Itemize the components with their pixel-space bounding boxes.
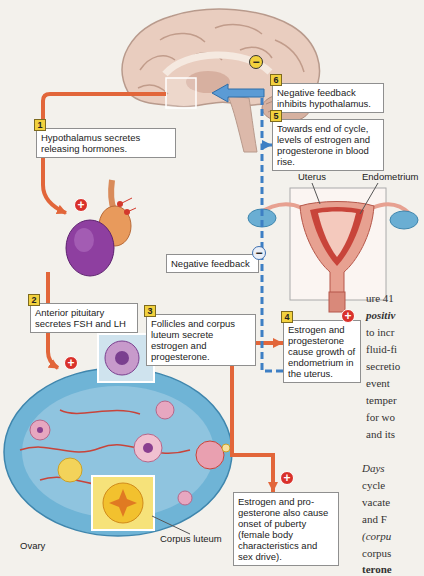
brain-gyri [138,25,304,94]
process-box: 4Estrogen and progesterone cause growth … [283,320,361,383]
follicle [134,434,162,462]
corpus-callosum [165,55,270,74]
plus-sign: + [341,309,355,323]
minus-sign: − [252,246,266,260]
ovary-small [390,211,418,229]
box-text: Anterior pituitary secretes FSH and LH [35,307,133,329]
oocyte [143,443,153,453]
process-box: 6Negative feedback inhibits hypothalamus… [272,83,384,113]
callout-number: 6 [270,74,282,86]
feedback-arrow [212,84,264,102]
gland-highlight [74,228,94,252]
corpus-luteum-inset [92,476,154,530]
page-text: secretio [366,360,400,373]
uterus-body [300,202,374,297]
leader-line [360,183,378,214]
box-text: Hypothalamus secretes releasing hormones… [41,132,171,154]
process-box: Estrogen and pro- gesterone also cause o… [233,492,339,566]
page-text: for wo [366,411,395,424]
corpus-luteum [103,483,143,523]
page-text: event [366,377,390,390]
uterus-frame [290,188,386,300]
hypothalamus-highlight [166,78,196,108]
process-box: 1Hypothalamus secretes releasing hormone… [36,128,176,158]
follicle [105,341,139,375]
process-box: 5Towards end of cycle, levels of estroge… [272,119,384,171]
page-text: terone [362,563,392,576]
page-text: (corpu [362,530,391,543]
callout-number: 2 [28,294,40,306]
page-text: vacate [362,496,390,509]
process-box: 2Anterior pituitary secretes FSH and LH [30,303,138,333]
rupturing-follicle [196,441,224,469]
box-text: Negative feedback inhibits hypothalamus. [277,87,379,109]
plus-sign: + [64,356,78,370]
follicle [30,420,50,440]
leader-line [152,516,190,534]
arrow-connector [256,341,283,345]
follicle [58,458,82,482]
corpus-luteum-core [109,489,137,517]
page-text: fluid-fi [366,343,397,356]
part-label: Corpus luteum [160,533,222,544]
box-text: Estrogen and pro- gesterone also cause o… [238,496,334,562]
page-text: and its [366,428,395,441]
box-text: Estrogen and progesterone cause growth o… [288,324,356,379]
box-text: Follicles and corpus luteum secrete estr… [151,318,251,362]
callout-number: 4 [281,311,293,323]
page-text: and F [362,513,387,526]
oocyte [115,351,129,365]
page-text: Days [362,462,385,475]
page-text: to incr [366,326,394,339]
follicle [156,401,174,419]
blood-vessel [20,410,190,485]
page-text: positiv [366,309,395,322]
uterine-cavity [318,212,356,258]
page-text: ure 41 [366,292,394,305]
ovum [222,444,230,452]
ovary [4,368,232,536]
callout-number: 5 [270,110,282,122]
part-label: Ovary [20,540,45,551]
callout-number: 3 [144,305,156,317]
plus-sign: + [280,471,294,485]
follicle [178,491,192,505]
process-box: Negative feedback [166,254,259,273]
endometrium [310,207,364,266]
feedback-line [261,98,264,140]
leader-line [312,183,320,204]
plus-sign: + [74,198,88,212]
arrow-connector [262,145,283,371]
page-text: cycle [362,479,385,492]
cervix [329,292,345,312]
oocyte [37,427,43,433]
process-box: 3Follicles and corpus luteum secrete est… [146,314,256,366]
part-label: Endometrium [362,171,419,182]
anterior-pituitary [66,220,114,276]
pituitary-stalk [111,180,114,210]
box-text: Towards end of cycle, levels of estrogen… [277,123,379,167]
page-text: corpus [362,547,391,560]
brainstem [228,96,257,152]
arrow-connector [232,366,273,492]
minus-sign: − [249,55,263,69]
box-text: Negative feedback [171,258,254,269]
neuron-fiber [120,198,136,212]
page-text: temper [366,394,397,407]
callout-number: 1 [34,119,46,131]
part-label: Uterus [298,171,326,182]
